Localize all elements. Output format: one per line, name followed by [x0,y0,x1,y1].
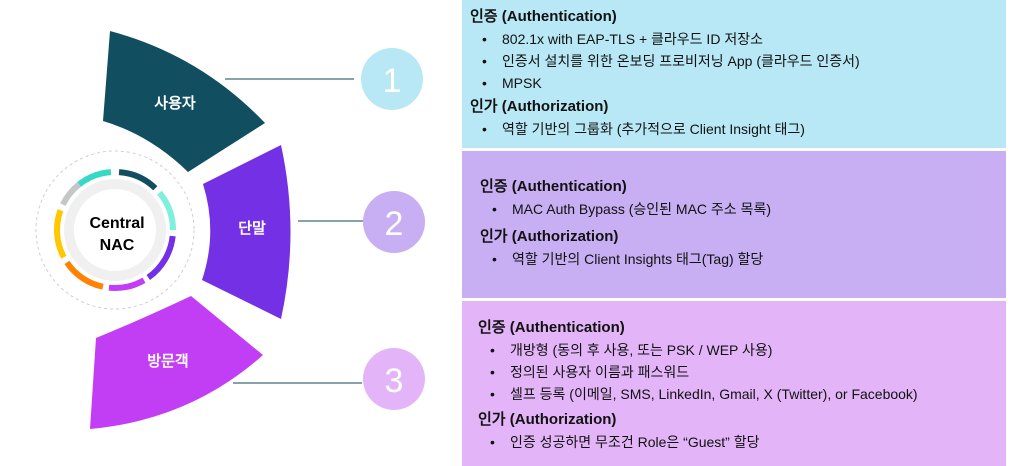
ring-segment [157,190,176,231]
ring-segment [146,235,176,280]
ring-segment [118,169,158,191]
number-3: 3 [385,362,404,400]
list-item: 802.1x with EAP-TLS + 클라우드 ID 저장소 [470,28,1006,50]
ring-segment [75,169,112,188]
number-1: 1 [383,62,402,100]
hub-color-ring [54,169,176,291]
wedge-device [202,145,291,319]
list-item: 역할 기반의 그룹화 (추가적으로 Client Insight 태그) [470,118,1006,140]
number-circle-3 [363,348,425,410]
list-item: 역할 기반의 Client Insights 태그(Tag) 할당 [480,248,1006,270]
panel-user: 인증 (Authentication) 802.1x with EAP-TLS … [462,0,1006,148]
number-circle-2 [363,191,425,253]
panel-device: 인증 (Authentication) MAC Auth Bypass (승인된… [462,151,1006,298]
ring-segment [60,181,82,206]
ring-segment [54,209,67,259]
authz-list: 역할 기반의 그룹화 (추가적으로 Client Insight 태그) [470,118,1006,140]
wedge-device-label: 단말 [238,219,266,237]
central-nac-diagram: Central NAC 사용자 단말 방문객 1 2 3 [35,31,425,429]
auth-list: 802.1x with EAP-TLS + 클라우드 ID 저장소 인증서 설치… [470,28,1006,94]
number-circle-1 [361,48,423,110]
hub-dashed-ring [35,150,195,310]
ring-segment [108,277,146,291]
list-item: 개방형 (동의 후 사용, 또는 PSK / WEP 사용) [478,339,1006,361]
auth-list: MAC Auth Bypass (승인된 MAC 주소 목록) [480,198,1006,220]
wedge-user [103,31,265,172]
hub-label-line2: NAC [100,237,135,254]
list-item: 인증 성공하면 무조건 Role은 “Guest” 할당 [478,431,1006,453]
authz-list: 역할 기반의 Client Insights 태그(Tag) 할당 [480,248,1006,270]
auth-heading: 인증 (Authentication) [478,319,625,336]
wedge-user-label: 사용자 [154,95,196,112]
hub-label-line1: Central [89,215,144,232]
authz-heading: 인가 (Authorization) [480,228,619,245]
number-2: 2 [385,205,404,243]
panel-guest: 인증 (Authentication) 개방형 (동의 후 사용, 또는 PSK… [462,301,1006,466]
ring-segment [64,260,104,290]
auth-heading: 인증 (Authentication) [470,8,617,25]
auth-list: 개방형 (동의 후 사용, 또는 PSK / WEP 사용) 정의된 사용자 이… [478,339,1006,405]
wedge-guest [90,296,263,429]
hub-inner-circle [64,179,166,281]
list-item: 인증서 설치를 위한 온보딩 프로비저닝 App (클라우드 인증서) [470,50,1006,72]
authz-heading: 인가 (Authorization) [478,411,617,428]
list-item: 정의된 사용자 이름과 패스워드 [478,361,1006,383]
list-item: MPSK [470,72,1006,94]
list-item: MAC Auth Bypass (승인된 MAC 주소 목록) [480,198,1006,220]
auth-heading: 인증 (Authentication) [480,178,627,195]
authz-heading: 인가 (Authorization) [470,98,609,115]
authz-list: 인증 성공하면 무조건 Role은 “Guest” 할당 [478,431,1006,453]
wedge-guest-label: 방문객 [147,352,188,370]
list-item: 셀프 등록 (이메일, SMS, LinkedIn, Gmail, X (Twi… [478,383,1006,405]
